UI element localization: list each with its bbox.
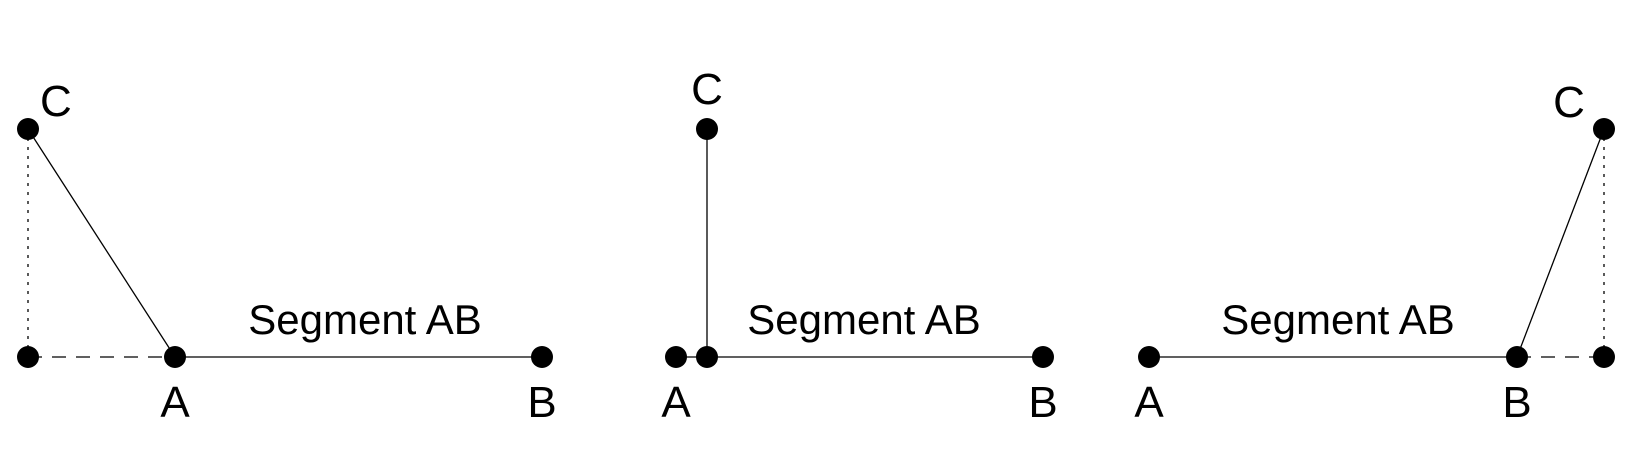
segment-ac-line [27, 128, 176, 358]
segment-label: Segment AB [248, 296, 481, 343]
label-b: B [1028, 378, 1057, 427]
point-a [1138, 346, 1160, 368]
point-c [17, 118, 39, 140]
point-a [665, 346, 687, 368]
projection-point [17, 346, 39, 368]
point-b [531, 346, 553, 368]
label-a: A [160, 378, 190, 427]
projection-point [1593, 346, 1615, 368]
label-a: A [661, 378, 691, 427]
label-c: C [1553, 78, 1585, 127]
label-b: B [527, 378, 556, 427]
panel-projection-at-a: C A B Segment AB [661, 65, 1057, 427]
projection-point [696, 346, 718, 368]
point-b [1506, 346, 1528, 368]
label-a: A [1134, 378, 1164, 427]
label-c: C [40, 77, 72, 126]
panel-projection-before-a: C A B Segment AB [17, 77, 557, 427]
point-c [1593, 118, 1615, 140]
label-c: C [691, 65, 723, 114]
point-c [696, 118, 718, 140]
segment-label: Segment AB [747, 296, 980, 343]
segment-label: Segment AB [1221, 296, 1454, 343]
point-a [164, 346, 186, 368]
segment-bc-line [1516, 128, 1605, 358]
label-b: B [1502, 378, 1531, 427]
point-b [1032, 346, 1054, 368]
panel-projection-beyond-b: C A B Segment AB [1134, 78, 1615, 427]
